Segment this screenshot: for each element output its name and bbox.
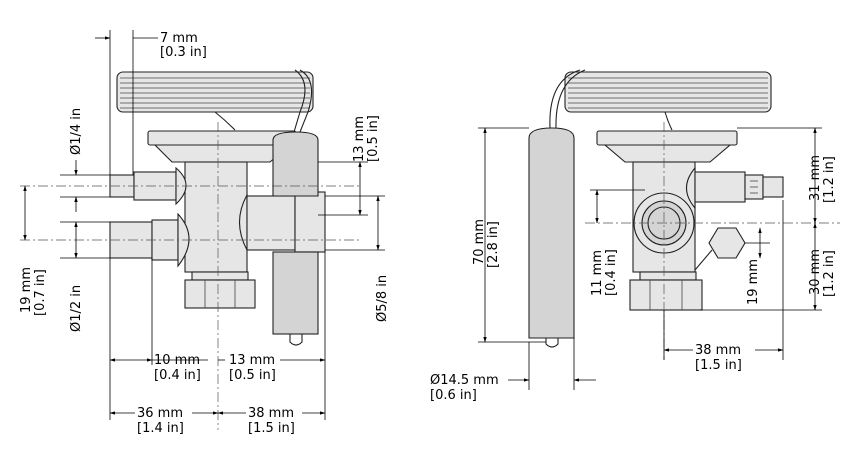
dim-spacing-mm: 19 mm — [19, 267, 34, 313]
dim-port-offset-mm: 11 mm — [590, 250, 605, 296]
dim-width-left-in: [1.4 in] — [137, 421, 184, 436]
dim-bulb-dia-in: [0.6 in] — [430, 388, 477, 403]
right-capillary-coil — [549, 69, 772, 131]
left-side-connection — [238, 191, 326, 253]
dim-width-right-in: [1.5 in] — [248, 421, 295, 436]
right-hex-nut — [694, 227, 746, 271]
dim-side-conn: Ø5/8 in — [375, 275, 390, 322]
dim-stub-b-mm: 13 mm — [229, 353, 275, 368]
dim-bulb-dia-mm: Ø14.5 mm — [430, 373, 499, 388]
dim-stub-b-in: [0.5 in] — [229, 368, 276, 383]
dim-port-offset-in: [0.4 in] — [604, 249, 619, 296]
left-dimensions: 7 mm [0.3 in] 13 mm [0.5 in] Ø5/8 in Ø1/… — [19, 30, 390, 436]
left-bottom-hex — [184, 271, 256, 309]
dim-upper-height-in: [1.2 in] — [822, 156, 837, 203]
right-valve-view — [528, 69, 840, 360]
dim-lower-height-mm: 30 mm — [808, 249, 823, 295]
dim-depth-mm: 38 mm — [695, 343, 741, 358]
right-dimensions: 70 mm [2.8 in] Ø14.5 mm [0.6 in] 11 mm [… — [430, 127, 837, 403]
dim-depth-in: [1.5 in] — [695, 358, 742, 373]
dim-bulb-length-mm: 70 mm — [472, 219, 487, 265]
right-diaphragm-head — [596, 130, 738, 163]
dim-stub-a-in: [0.4 in] — [154, 368, 201, 383]
dim-top-offset-mm: 7 mm — [160, 31, 198, 46]
dim-upper-height-mm: 31 mm — [808, 155, 823, 201]
right-bottom-hex — [629, 271, 703, 311]
dim-bulb-length-in: [2.8 in] — [486, 221, 501, 268]
dim-hex-size-mm: 19 mm — [746, 259, 761, 305]
left-sensing-bulb — [272, 131, 319, 346]
dim-lower-height-in: [1.2 in] — [822, 250, 837, 297]
left-valve-body — [184, 161, 248, 273]
left-valve-view — [20, 69, 360, 430]
dim-side-height-mm: 13 mm — [352, 116, 367, 162]
left-diaphragm-head — [147, 130, 297, 163]
dim-inlet-conn: Ø1/4 in — [69, 108, 84, 155]
dim-stub-a-mm: 10 mm — [154, 353, 200, 368]
dim-side-height-in: [0.5 in] — [366, 115, 381, 162]
dim-width-right-mm: 38 mm — [248, 406, 294, 421]
right-sensing-bulb — [528, 127, 575, 348]
right-side-fitting — [685, 166, 784, 210]
left-capillary-coil — [116, 69, 314, 133]
dim-outlet-conn: Ø1/2 in — [69, 285, 84, 332]
dim-spacing-in: [0.7 in] — [33, 269, 48, 316]
dim-width-left-mm: 36 mm — [137, 406, 183, 421]
dim-top-offset-in: [0.3 in] — [160, 45, 207, 60]
